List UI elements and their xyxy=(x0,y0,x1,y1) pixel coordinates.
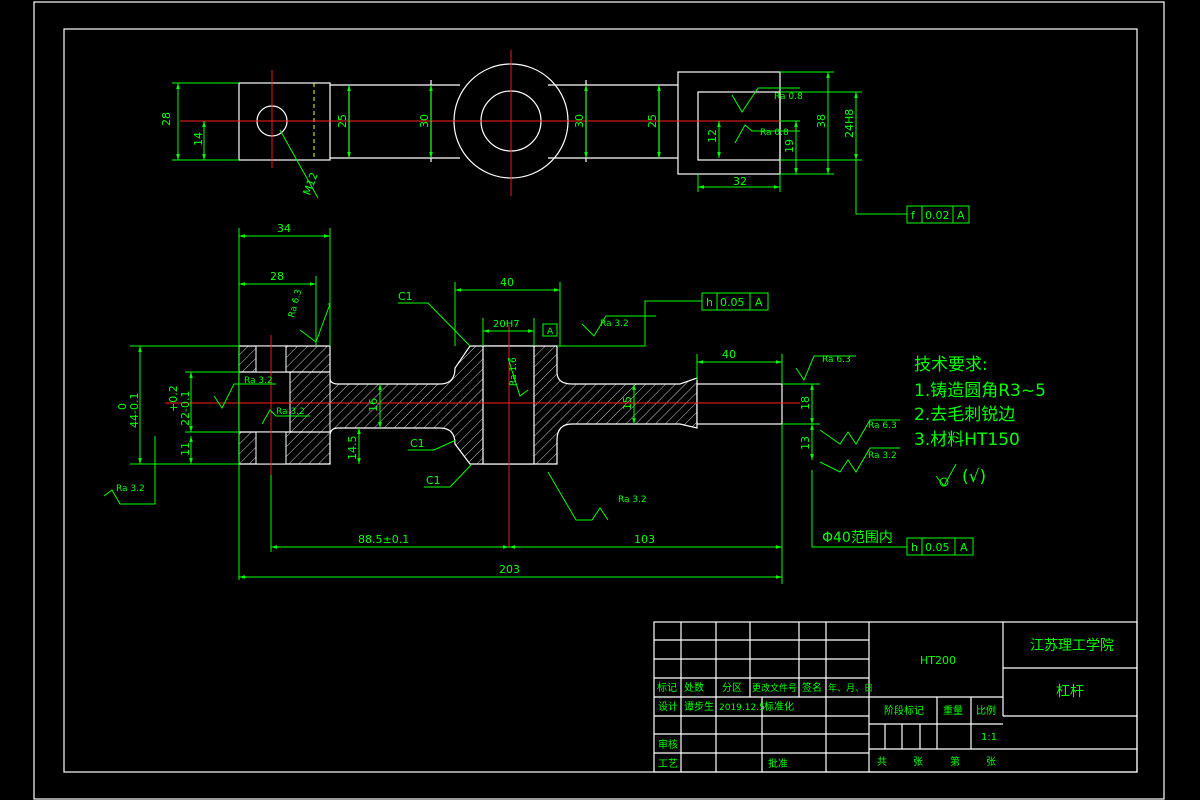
req-item-3: 3.材料HT150 xyxy=(914,430,1020,450)
dim-h15: 15 xyxy=(621,396,634,410)
req-item-1: 1.铸造圆角R3~5 xyxy=(914,381,1046,401)
tb-h-date: 年、月、日 xyxy=(828,682,873,694)
technical-requirements: 技术要求: 1.铸造圆角R3~5 2.去毛刺锐边 3.材料HT150 (√) xyxy=(914,355,1046,487)
dim-h11: 11 xyxy=(179,442,192,456)
rough-r7: Ra 1.6 xyxy=(509,357,519,386)
dim-top-h38: 38 xyxy=(815,114,828,128)
rough-r8: Ra 3.2 xyxy=(618,495,647,505)
dim-top-h12: 12 xyxy=(706,129,719,143)
title-block: HT200 江苏理工学院 杠杆 标记 处数 分区 更改文件号 签名 年、月、日 … xyxy=(653,621,1138,773)
rough-r6: Ra 3.2 xyxy=(600,319,629,329)
dim-h13: 13 xyxy=(799,436,812,450)
dim-bore: 20H7 xyxy=(493,319,520,330)
dim-h44-tol: 0 xyxy=(116,403,129,410)
tb-h-sign: 签名 xyxy=(802,681,822,694)
dim-top-h28: 28 xyxy=(160,112,173,126)
dim-w34: 34 xyxy=(277,222,291,235)
tb-h-mark: 标记 xyxy=(657,682,677,694)
tb-h-zone: 分区 xyxy=(722,682,742,694)
dim-d103: 103 xyxy=(634,533,655,546)
datum-a: A xyxy=(547,327,554,337)
dim-h22: 22-0.1 xyxy=(179,391,192,426)
dim-h16a: 16 xyxy=(367,398,380,412)
rough-r11: Ra 3.2 xyxy=(868,451,897,461)
tb-standard: 标准化 xyxy=(764,700,794,713)
frame2-datum: A xyxy=(755,296,763,309)
rough-r10: Ra 6.3 xyxy=(868,421,897,431)
range-note: Φ40范围内 xyxy=(822,529,893,546)
tb-stage-mark: 阶段标记 xyxy=(884,704,924,717)
tb-process: 工艺 xyxy=(658,758,678,770)
req-symbol-note: (√) xyxy=(962,467,986,487)
dim-h18: 18 xyxy=(799,396,812,410)
tb-sheets-no: 第 xyxy=(950,755,960,768)
dim-d88: 88.5±0.1 xyxy=(358,533,409,546)
rough-r12: Ra 3.2 xyxy=(116,484,145,494)
dim-top-h30a: 30 xyxy=(418,114,431,128)
tb-scale: 1:1 xyxy=(981,732,997,743)
frame2-val: 0.05 xyxy=(720,296,745,309)
tb-school: 江苏理工学院 xyxy=(1030,638,1114,654)
frame1-sym: f xyxy=(911,209,916,222)
dim-top-h19: 19 xyxy=(783,139,796,153)
dim-top-h25a: 25 xyxy=(336,114,349,128)
frame1-datum: A xyxy=(957,209,965,222)
frame1-val: 0.02 xyxy=(925,209,950,222)
dim-w40b: 40 xyxy=(722,348,736,361)
tb-weight: 重量 xyxy=(943,704,963,717)
dim-top-h14: 14 xyxy=(192,132,205,146)
dim-h14-5: 14.5 xyxy=(346,436,359,461)
rough-r4: Ra 3.2 xyxy=(244,376,273,386)
dim-w28: 28 xyxy=(270,270,284,283)
frame3-sym: h xyxy=(911,541,918,554)
top-view: 28 14 25 30 30 25 12 19 38 24H8 32 M12 R… xyxy=(160,50,970,224)
rough-r1: Ra 0.8 xyxy=(774,92,803,102)
frame3-datum: A xyxy=(960,541,968,554)
front-section-view: 34 28 40 20H7 A 40 44-0.1 0 22-0.1 +0.2 … xyxy=(103,222,974,584)
tb-h-docno: 更改文件号 xyxy=(752,682,797,694)
tb-design-date: 2019.12.5 xyxy=(719,703,765,713)
chamfer-c1a: C1 xyxy=(398,290,413,303)
rough-r9: Ra 6.3 xyxy=(822,355,851,365)
dim-top-h25b: 25 xyxy=(646,114,659,128)
tb-approve: 批准 xyxy=(768,757,788,770)
tb-material: HT200 xyxy=(920,654,956,667)
tb-sheets-unit2: 张 xyxy=(986,756,996,768)
tb-part-name: 杠杆 xyxy=(1056,684,1084,700)
tb-scale-label: 比例 xyxy=(976,704,996,717)
dim-top-h30b: 30 xyxy=(573,114,586,128)
frame3-val: 0.05 xyxy=(925,541,950,554)
dim-top-thread: M12 xyxy=(301,170,321,197)
frame2-sym: h xyxy=(706,296,713,309)
tb-review: 审核 xyxy=(658,738,678,751)
dim-top-h24: 24H8 xyxy=(843,109,856,138)
outer-border xyxy=(33,1,1165,800)
req-item-2: 2.去毛刺锐边 xyxy=(914,405,1015,425)
tb-designer: 谭步生 xyxy=(684,700,714,713)
chamfer-c1b: C1 xyxy=(410,437,425,450)
tb-sheets-total: 共 xyxy=(877,756,887,768)
tb-h-count: 处数 xyxy=(684,681,704,694)
dim-top-w32: 32 xyxy=(733,175,747,188)
rough-r3: Ra 6.3 xyxy=(287,288,304,318)
dim-d203: 203 xyxy=(499,563,520,576)
tb-design-label: 设计 xyxy=(658,700,678,713)
tb-sheets-unit1: 张 xyxy=(913,756,923,768)
dim-h44: 44-0.1 xyxy=(128,393,141,428)
chamfer-c1c: C1 xyxy=(426,474,441,487)
rough-r5: Ra 3.2 xyxy=(276,407,305,417)
req-title: 技术要求: xyxy=(914,355,988,375)
dim-h22-tol: +0.2 xyxy=(167,385,180,412)
rough-r2: Ra 0.8 xyxy=(760,128,789,138)
inner-frame xyxy=(63,28,1138,773)
dim-w40a: 40 xyxy=(500,276,514,289)
